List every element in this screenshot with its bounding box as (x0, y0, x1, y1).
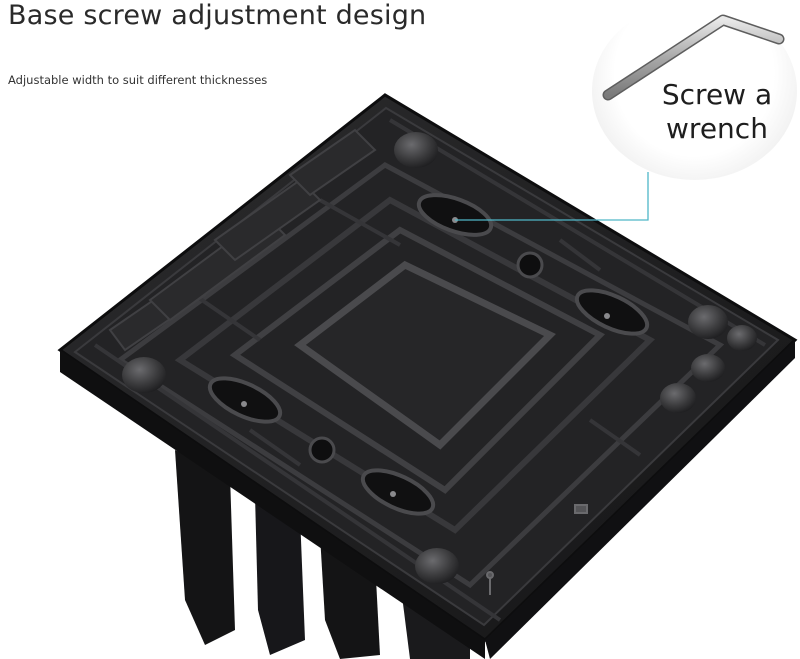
page-subtitle: Adjustable width to suit different thick… (8, 73, 268, 87)
screw-holes (308, 251, 544, 464)
callout-text: Screw a wrench (632, 78, 800, 146)
callout-line-2: wrench (666, 112, 768, 145)
side-channels (108, 128, 377, 352)
callout-leader-line (455, 172, 649, 221)
rubber-pegs (122, 132, 757, 584)
page-title: Base screw adjustment design (8, 0, 427, 31)
adjustment-slots (207, 193, 650, 516)
latch-details (486, 504, 588, 595)
callout-line-1: Screw a (661, 78, 773, 111)
